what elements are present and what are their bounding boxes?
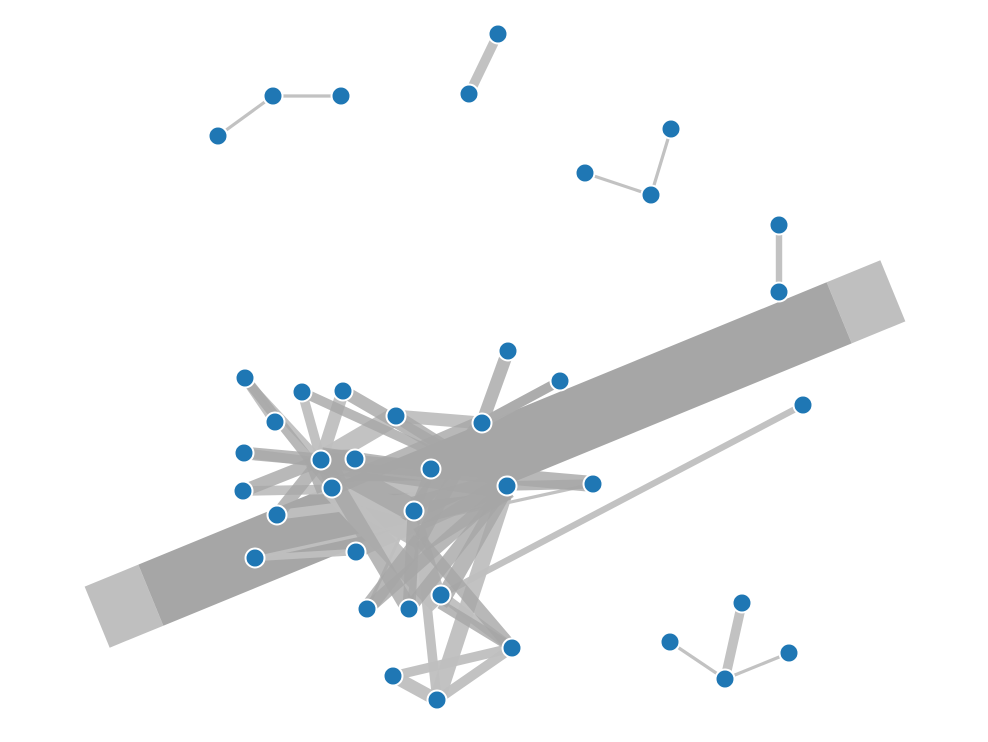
graph-node[interactable] — [266, 504, 288, 526]
graph-node[interactable] — [232, 480, 254, 502]
graph-edge — [415, 535, 517, 653]
graph-edge — [360, 535, 427, 614]
graph-edge — [297, 390, 326, 462]
self-loop-cap-start — [84, 564, 164, 648]
graph-node[interactable] — [310, 449, 332, 471]
graph-edge — [649, 128, 673, 196]
graph-node[interactable] — [291, 381, 313, 403]
graph-edge — [434, 644, 515, 704]
graph-edge — [328, 415, 486, 496]
graph-node[interactable] — [385, 405, 407, 427]
graph-node[interactable] — [458, 83, 480, 105]
graph-edge — [414, 420, 488, 543]
graph-node[interactable] — [356, 598, 378, 620]
graph-node[interactable] — [426, 689, 448, 711]
graph-node[interactable] — [501, 637, 523, 659]
graph-node[interactable] — [714, 668, 736, 690]
graph-node[interactable] — [321, 477, 343, 499]
graph-node[interactable] — [344, 448, 366, 470]
graph-node[interactable] — [345, 541, 367, 563]
graph-node[interactable] — [330, 85, 352, 107]
graph-edge — [217, 94, 274, 138]
graph-node[interactable] — [768, 281, 790, 303]
graph-node[interactable] — [792, 394, 814, 416]
graph-node[interactable] — [234, 367, 256, 389]
graph-node[interactable] — [207, 125, 229, 147]
graph-node[interactable] — [420, 458, 442, 480]
graph-edge — [720, 601, 747, 681]
graph-node[interactable] — [640, 184, 662, 206]
graph-edge — [413, 475, 514, 551]
graph-node[interactable] — [497, 340, 519, 362]
graph-node[interactable] — [403, 500, 425, 522]
graph-edge — [254, 548, 357, 562]
graph-edge — [724, 651, 790, 681]
graph-node[interactable] — [398, 598, 420, 620]
graph-node[interactable] — [264, 411, 286, 433]
graph-edge — [439, 402, 805, 598]
graph-edge — [506, 479, 594, 491]
graph-edge — [299, 387, 510, 491]
self-loop-cap-end — [826, 260, 906, 344]
graph-edge — [475, 348, 515, 426]
graph-edge — [669, 640, 726, 681]
graph-node[interactable] — [659, 631, 681, 653]
graph-edge — [584, 171, 652, 197]
graph-node[interactable] — [244, 547, 266, 569]
graph-node[interactable] — [332, 380, 354, 402]
graph-node[interactable] — [549, 370, 571, 392]
graph-edge — [479, 376, 563, 428]
graph-node[interactable] — [574, 162, 596, 184]
graph-node[interactable] — [778, 642, 800, 664]
graph-node[interactable] — [487, 23, 509, 45]
graph-node[interactable] — [233, 442, 255, 464]
graph-edge — [476, 420, 513, 489]
graph-node[interactable] — [262, 85, 284, 107]
graph-node[interactable] — [496, 475, 518, 497]
graph-node[interactable] — [382, 665, 404, 687]
graph-edge — [437, 599, 515, 653]
graph-node[interactable] — [582, 473, 604, 495]
graph-edge — [464, 31, 503, 97]
graph-node[interactable] — [430, 584, 452, 606]
graph-node[interactable] — [731, 592, 753, 614]
graph-node[interactable] — [471, 412, 493, 434]
graph-node[interactable] — [768, 214, 790, 236]
graph-node[interactable] — [660, 118, 682, 140]
node-layer — [207, 23, 814, 711]
